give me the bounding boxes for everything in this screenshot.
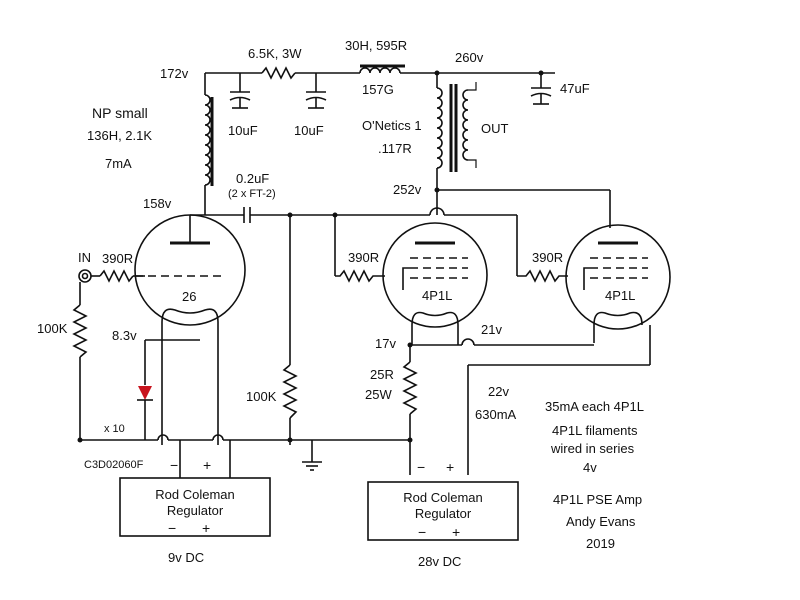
label-630ma: 630mA <box>475 407 517 422</box>
capacitor-47uf <box>530 73 552 105</box>
label-tube-4p1l-a: 4P1L <box>422 288 452 303</box>
label-diode-part: C3D02060F <box>84 459 144 471</box>
reg-28v-title-2: Regulator <box>415 506 472 521</box>
ground-bus <box>80 434 413 471</box>
label-6k5: 6.5K, 3W <box>248 46 302 61</box>
choke-30h <box>359 67 401 74</box>
reg-9v-supply: 9v DC <box>168 550 204 565</box>
label-100k-grid: 100K <box>246 389 277 404</box>
reg-9v-title-1: Rod Coleman <box>155 487 235 502</box>
label-47uf: 47uF <box>560 81 590 96</box>
filament-wiring <box>179 338 650 478</box>
label-diode-count: x 10 <box>104 423 125 435</box>
capacitor-10uf-b <box>305 73 327 109</box>
label-100k-input: 100K <box>37 321 68 336</box>
input-network <box>72 269 145 443</box>
label-np-title: NP small <box>92 105 148 121</box>
label-390r-4p1l-a: 390R <box>348 250 379 265</box>
label-25r-value: 25R <box>370 367 394 382</box>
node-260v: 260v <box>455 50 484 65</box>
label-onetics-r: .117R <box>378 141 412 156</box>
label-10uf-a: 10uF <box>228 123 258 138</box>
node-22v: 22v <box>488 384 509 399</box>
note-filaments-2: wired in series <box>550 441 635 456</box>
label-out: OUT <box>481 121 509 136</box>
tube-4p1l-b <box>565 224 671 365</box>
note-each-current: 35mA each 4P1L <box>545 399 644 414</box>
capacitor-coupling <box>190 207 518 276</box>
reg-28v-out-minus: − <box>417 459 425 475</box>
resistor-390r-4p1l-a <box>335 269 385 283</box>
reg-28v-in-minus: − <box>418 524 426 540</box>
diode-stack <box>137 339 200 440</box>
label-390r-26: 390R <box>102 251 133 266</box>
reg-9v-out-plus: + <box>203 457 211 473</box>
credit-author: Andy Evans <box>566 514 636 529</box>
reg-28v-in-plus: + <box>452 524 460 540</box>
label-30h: 30H, 595R <box>345 38 407 53</box>
resistor-6k5 <box>261 66 296 80</box>
resistor-390r-26 <box>99 269 134 283</box>
label-157g: 157G <box>362 82 394 97</box>
credit-title: 4P1L PSE Amp <box>553 492 642 507</box>
reg-9v-in-plus: + <box>202 520 210 536</box>
output-transformer <box>434 73 611 228</box>
b-plus-supply <box>205 64 555 109</box>
resistor-100k-input <box>72 304 88 358</box>
reg-28v-supply: 28v DC <box>418 554 461 569</box>
label-coupling-note: (2 x FT-2) <box>228 188 276 200</box>
input-jack <box>78 269 92 283</box>
regulator-28v <box>367 481 519 541</box>
label-coupling-cap: 0.2uF <box>236 171 269 186</box>
interstage-transformer <box>204 73 214 215</box>
label-onetics: O'Netics 1 <box>362 118 422 133</box>
reg-28v-out-plus: + <box>446 459 454 475</box>
label-10uf-b: 10uF <box>294 123 324 138</box>
label-25r-power: 25W <box>365 387 392 402</box>
resistor-390r-4p1l-b <box>517 269 568 283</box>
reg-9v-title-2: Regulator <box>167 503 224 518</box>
label-np-current: 7mA <box>105 156 132 171</box>
label-390r-4p1l-b: 390R <box>532 250 563 265</box>
node-8v3: 8.3v <box>112 328 137 343</box>
credit-year: 2019 <box>586 536 615 551</box>
label-in: IN <box>78 250 91 265</box>
reg-9v-out-minus: − <box>170 457 178 473</box>
tube-4p1l-a <box>382 222 488 345</box>
resistor-100k-grid <box>282 215 298 445</box>
reg-9v-in-minus: − <box>168 520 176 536</box>
node-172v: 172v <box>160 66 189 81</box>
node-17v: 17v <box>375 336 396 351</box>
node-21v: 21v <box>481 322 502 337</box>
label-tube-4p1l-b: 4P1L <box>605 288 635 303</box>
label-np-spec: 136H, 2.1K <box>87 128 152 143</box>
label-tube-26: 26 <box>182 289 196 304</box>
node-158v: 158v <box>143 196 172 211</box>
note-filaments-3: 4v <box>583 460 597 475</box>
node-252v: 252v <box>393 182 422 197</box>
tube-26 <box>134 214 246 445</box>
note-filaments-1: 4P1L filaments <box>552 423 638 438</box>
capacitor-10uf-a <box>229 73 251 109</box>
reg-28v-title-1: Rod Coleman <box>403 490 483 505</box>
regulator-9v <box>119 477 271 537</box>
